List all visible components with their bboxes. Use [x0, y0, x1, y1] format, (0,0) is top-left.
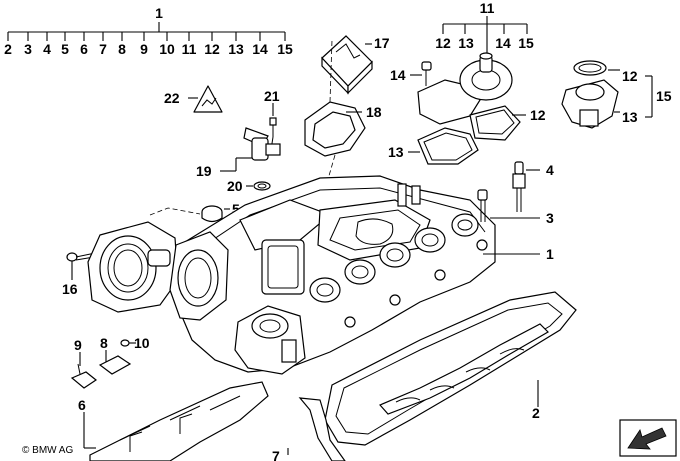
callout-7: 7	[272, 448, 280, 461]
callout-21: 21	[264, 88, 280, 104]
group1-bracket	[7, 22, 286, 41]
oil-cap-part	[321, 35, 373, 95]
callout-15: 15	[656, 88, 672, 104]
sub-label: 13	[228, 41, 244, 57]
throttle-housing-part	[87, 207, 201, 313]
callout-12b: 12	[622, 68, 638, 84]
sub-label: 10	[159, 41, 175, 57]
sub-label: 2	[4, 41, 12, 57]
sub-label: 12	[435, 35, 451, 51]
sub-label: 14	[495, 35, 511, 51]
callout-20: 20	[227, 178, 243, 194]
bolt-14-part	[421, 61, 432, 86]
group1-main-label: 1	[155, 5, 163, 21]
callout-13b: 13	[622, 109, 638, 125]
callout-2: 2	[532, 405, 540, 421]
sub-label: 8	[118, 41, 126, 57]
callout-16: 16	[62, 281, 78, 297]
sub-label: 15	[277, 41, 293, 57]
sub-label: 11	[182, 41, 197, 57]
gasket-13-part	[417, 127, 479, 165]
direction-arrow-icon	[619, 419, 677, 457]
callout-17: 17	[374, 35, 390, 51]
stud-4-part	[512, 161, 526, 212]
callout-12a: 12	[530, 107, 546, 123]
warning-label-part	[193, 85, 223, 113]
vanos-solenoid-part	[561, 60, 619, 129]
cover-plate-part	[89, 381, 269, 461]
clip-9-part	[70, 363, 98, 389]
gasket-part	[298, 291, 577, 461]
sub-label: 14	[252, 41, 268, 57]
callout-22: 22	[164, 90, 180, 106]
callout-5: 5	[232, 201, 240, 217]
callout-9: 9	[74, 337, 82, 353]
group11-main-label: 11	[480, 0, 495, 16]
callout-10: 10	[134, 335, 150, 351]
callout-19: 19	[196, 163, 212, 179]
gasket-12-part	[469, 105, 521, 141]
sub-label: 6	[80, 41, 88, 57]
seal-ring-part	[295, 39, 366, 291]
callout-4: 4	[546, 162, 554, 178]
callout-14: 14	[390, 67, 406, 83]
sub-label: 7	[99, 41, 107, 57]
sub-label: 5	[61, 41, 69, 57]
callout-3: 3	[546, 210, 554, 226]
sub-label: 15	[518, 35, 534, 51]
sub-label: 12	[204, 41, 220, 57]
callout-6: 6	[78, 397, 86, 413]
group1-sub-labels: 2 3 4 5 6 7 8 9 10 11 12 13 14 15	[4, 41, 293, 57]
sub-label: 4	[43, 41, 51, 57]
copyright-text: © BMW AG	[22, 445, 74, 456]
sensor-part	[243, 127, 281, 191]
callout-13a: 13	[388, 144, 404, 160]
callout-8: 8	[100, 335, 108, 351]
sub-label: 13	[458, 35, 474, 51]
callout-18: 18	[366, 104, 382, 120]
plug-part	[201, 205, 223, 223]
group11-bracket	[442, 16, 528, 55]
cam-sensor-cover-part	[417, 52, 513, 125]
callout-1: 1	[546, 246, 554, 262]
bolt-3-part	[477, 189, 488, 222]
sub-label: 3	[24, 41, 32, 57]
valve-cover-part	[169, 175, 496, 375]
sub-label: 9	[140, 41, 148, 57]
